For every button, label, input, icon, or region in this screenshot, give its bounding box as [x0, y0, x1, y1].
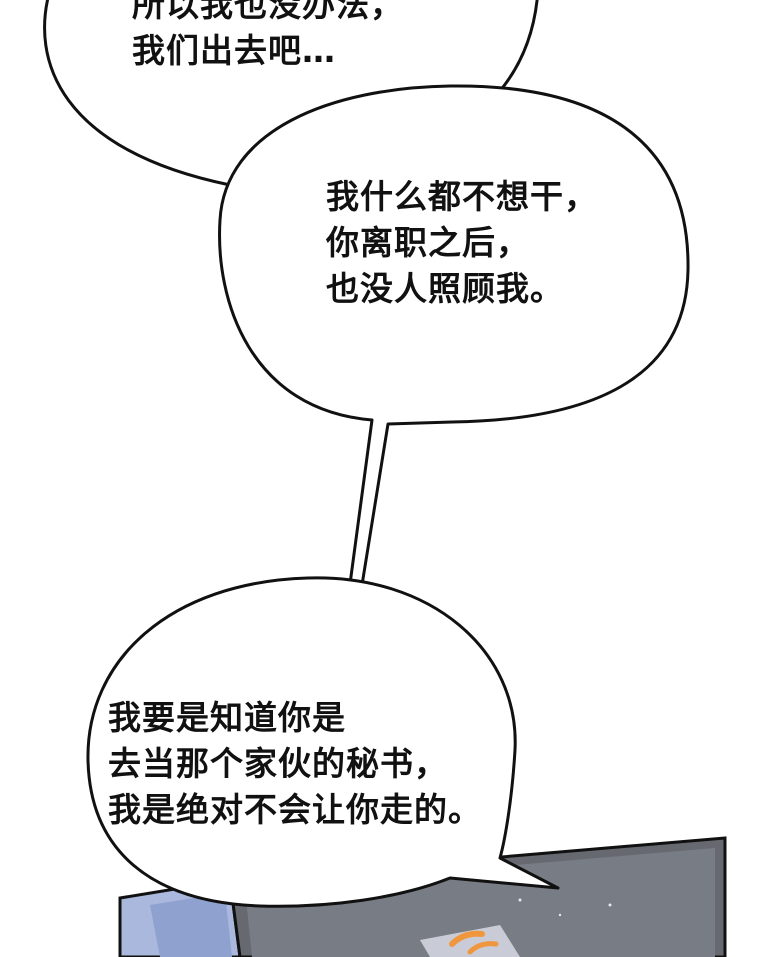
bubble-2-text: 我什么都不想干， 你离职之后， 也没人照顾我。 [326, 174, 598, 312]
speech-bubble-2 [218, 84, 690, 587]
bubble-3-line: 我要是知道你是 [108, 698, 346, 737]
bubble-2-line: 也没人照顾我。 [326, 269, 564, 308]
bubble-2-line: 我什么都不想干， [326, 177, 598, 216]
bubble-2-line: 你离职之后， [326, 223, 530, 262]
office-illustration [118, 836, 727, 957]
bubble-1-line: 所以我也没办法， [132, 0, 404, 24]
bubble-3-line: 我是绝对不会让你走的。 [108, 790, 482, 829]
speech-bubble-3 [86, 576, 560, 908]
bubble-1-text: 所以我也没办法， 我们出去吧… [132, 0, 404, 74]
bubble-3-text: 我要是知道你是 去当那个家伙的秘书， 我是绝对不会让你走的。 [108, 695, 482, 833]
bubble-1-line: 我们出去吧… [132, 31, 336, 70]
bubble-3-line: 去当那个家伙的秘书， [108, 744, 448, 783]
